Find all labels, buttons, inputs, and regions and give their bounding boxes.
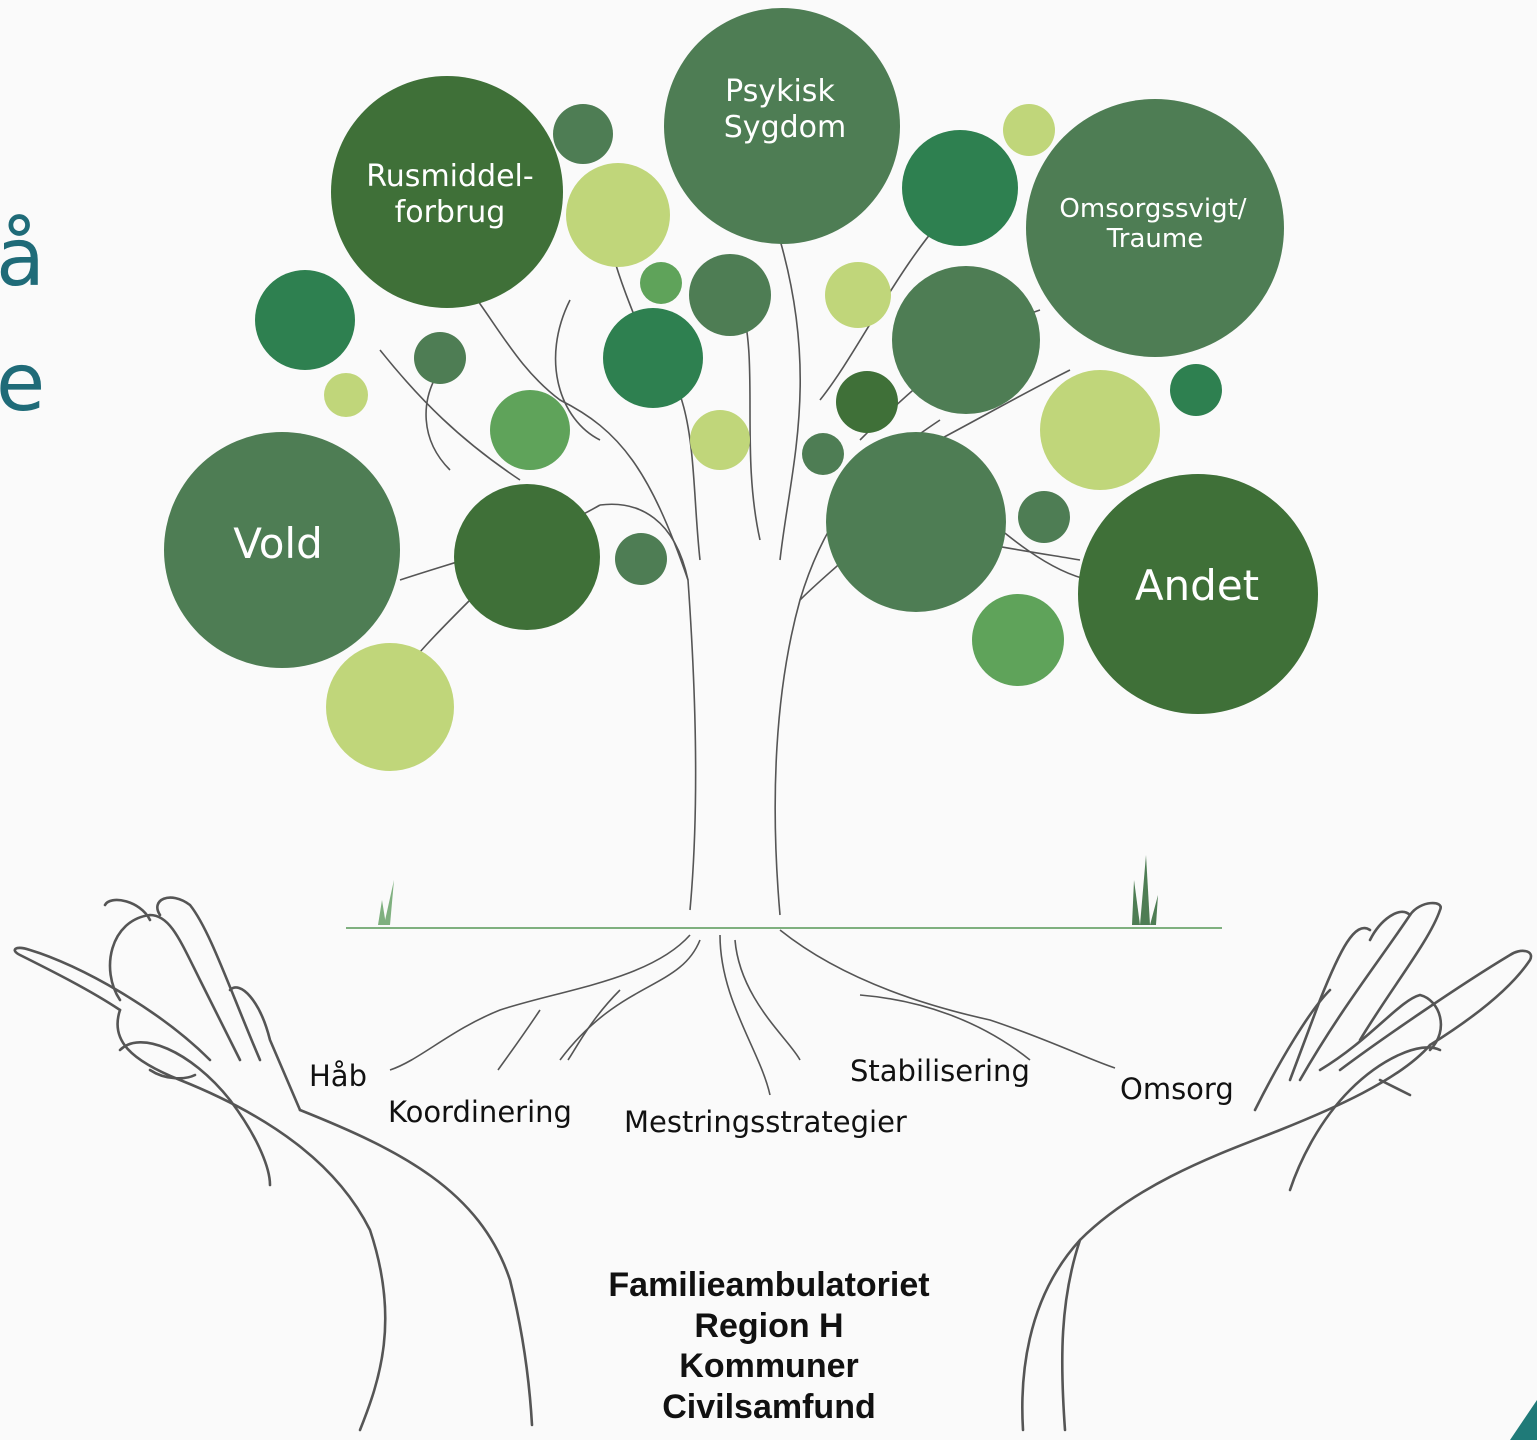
label-omsorgssvigt-line1: Omsorgssvigt/ (1059, 194, 1246, 224)
org-region-h: Region H (694, 1307, 843, 1345)
root-label-koordinering: Koordinering (388, 1095, 572, 1129)
right-hand-icon (1021, 901, 1533, 1432)
circle-vold: Vold (164, 432, 400, 668)
circle-psykisk-sygdom: Psykisk Sygdom (664, 8, 900, 244)
tree-roots (389, 929, 1116, 1096)
grass-left-icon (378, 880, 394, 925)
organization-list: Familieambulatoriet Region H Kommuner Ci… (608, 1266, 929, 1426)
label-andet: Andet (1135, 561, 1259, 610)
root-label-omsorg: Omsorg (1120, 1072, 1234, 1106)
circle-rusmiddelforbrug: Rusmiddel- forbrug (331, 76, 563, 308)
org-civilsamfund: Civilsamfund (662, 1388, 875, 1426)
root-label-mestringsstrategier: Mestringsstrategier (624, 1105, 907, 1139)
grass-right-icon (1132, 855, 1158, 925)
slide-title-fragment-2: e (0, 336, 45, 429)
label-rusmiddel-line2: forbrug (395, 195, 506, 230)
circle-andet: Andet (1078, 474, 1318, 714)
label-vold: Vold (233, 519, 323, 568)
left-hand-icon (13, 896, 534, 1432)
label-omsorgssvigt-line2: Traume (1106, 224, 1203, 254)
label-psykisk-line1: Psykisk (725, 74, 835, 109)
slide-title-fragment-1: å (0, 211, 45, 304)
root-label-haab: Håb (309, 1059, 367, 1093)
root-label-stabilisering: Stabilisering (850, 1054, 1030, 1088)
circle-omsorgssvigt-traume: Omsorgssvigt/ Traume (1026, 99, 1284, 357)
corner-accent (1510, 1400, 1537, 1440)
org-familieambulatoriet: Familieambulatoriet (608, 1266, 929, 1304)
label-psykisk-line2: Sygdom (724, 110, 846, 145)
org-kommuner: Kommuner (679, 1347, 858, 1385)
decorative-circles (255, 104, 1222, 771)
label-rusmiddel-line1: Rusmiddel- (366, 159, 533, 194)
